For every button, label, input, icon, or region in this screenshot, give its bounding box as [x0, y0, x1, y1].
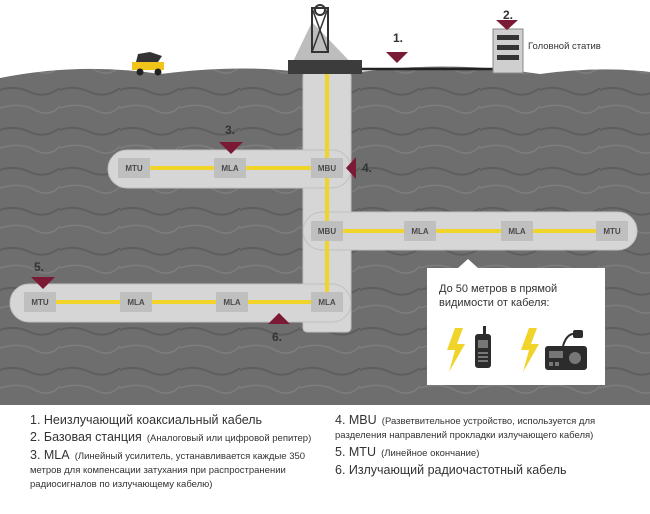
middle-tunnel-devices: MBU MLA MLA MTU	[311, 221, 628, 241]
mobile-radio-icon	[545, 330, 587, 370]
handheld-radio-icon	[475, 326, 491, 368]
legend: 1. Неизлучающий коаксиальный кабель 2. Б…	[0, 405, 650, 514]
device-mla: MLA	[411, 227, 429, 236]
marker-6-icon	[268, 313, 290, 324]
legend-item-4: 4. MBU (Разветвительное устройство, испо…	[335, 413, 596, 441]
legend-item-5: 5. MTU (Линейное окончание)	[335, 445, 480, 459]
range-callout: До 50 метров в прямой видимости от кабел…	[427, 268, 605, 385]
device-mbu: MBU	[318, 164, 336, 173]
legend-column-right: 4. MBU (Разветвительное устройство, испо…	[335, 413, 635, 480]
marker-5-label: 5.	[34, 260, 44, 274]
callout-text: До 50 метров в прямой видимости от кабел…	[439, 283, 558, 309]
legend-item-1: 1. Неизлучающий коаксиальный кабель	[30, 413, 263, 427]
device-mla: MLA	[508, 227, 526, 236]
marker-4-label: 4.	[362, 161, 372, 175]
device-mla: MLA	[221, 164, 239, 173]
device-mla: MLA	[318, 298, 336, 307]
marker-2-label: 2.	[503, 8, 513, 22]
headend-label: Головной статив	[528, 41, 601, 52]
headframe-icon	[288, 4, 362, 74]
device-mtu: MTU	[125, 164, 143, 173]
marker-1-label: 1.	[393, 31, 403, 45]
legend-item-2: 2. Базовая станция (Аналоговый или цифро…	[30, 430, 312, 444]
headend-cabinet-icon	[492, 28, 524, 74]
callout-pointer	[458, 259, 478, 268]
lightning-icon	[521, 328, 539, 372]
marker-1-icon	[386, 52, 408, 63]
marker-3-icon	[219, 142, 243, 154]
device-mla: MLA	[223, 298, 241, 307]
legend-item-3: 3. MLA (Линейный усилитель, устанавливае…	[30, 448, 306, 490]
marker-2-icon	[496, 20, 518, 30]
callout-icons	[447, 326, 587, 372]
marker-3-label: 3.	[225, 123, 235, 137]
lower-tunnel-devices: MTU MLA MLA MLA	[24, 292, 343, 312]
device-mtu: MTU	[603, 227, 621, 236]
device-mbu: MBU	[318, 227, 336, 236]
legend-column-left: 1. Неизлучающий коаксиальный кабель 2. Б…	[30, 413, 330, 494]
device-mla: MLA	[127, 298, 145, 307]
dump-truck-icon	[132, 52, 164, 76]
lightning-icon	[447, 328, 465, 372]
upper-tunnel-devices: MTU MLA MBU	[118, 158, 343, 178]
legend-item-6: 6. Излучающий радиочастотный кабель	[335, 463, 567, 477]
markers: 1. 2. 3. 4. 5. 6.	[31, 8, 518, 344]
device-mtu: MTU	[31, 298, 49, 307]
marker-5-icon	[31, 277, 55, 289]
marker-4-icon	[346, 157, 356, 179]
marker-6-label: 6.	[272, 330, 282, 344]
